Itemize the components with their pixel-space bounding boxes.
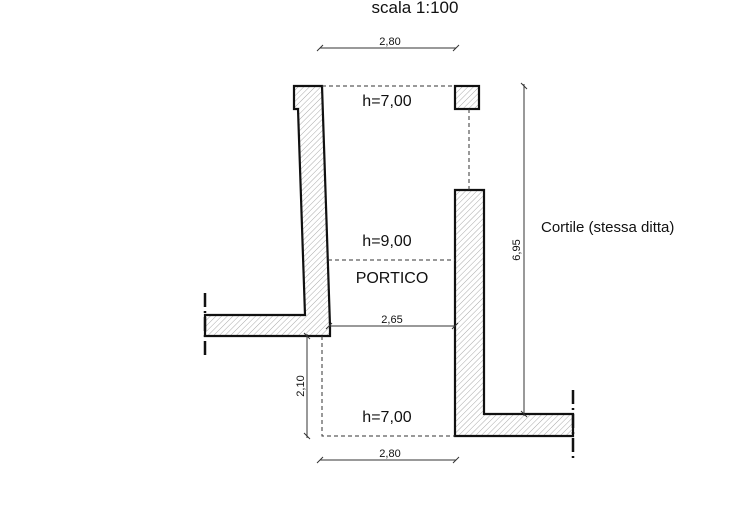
portico-label: PORTICO [356,270,429,287]
svg-text:6,95: 6,95 [511,239,523,260]
svg-text:2,80: 2,80 [379,448,400,460]
dimension-portico-width: 2,65 [325,314,459,330]
bottom-height-label: h=7,00 [362,409,411,426]
dimension-left-offset: 2,10 [295,332,311,440]
dimension-top-width: 2,80 [316,36,460,52]
dimension-bottom-width: 2,80 [316,448,460,464]
svg-text:2,80: 2,80 [379,36,400,48]
courtyard-label: Cortile (stessa ditta) [541,219,674,236]
svg-text:2,65: 2,65 [381,314,402,326]
left-wall [203,84,332,338]
svg-text:2,10: 2,10 [295,375,307,396]
middle-height-label: h=9,00 [362,233,411,250]
dimension-right-height: 6,95 [511,82,528,418]
bottom-dashed-outline [321,336,455,437]
scale-title: scala 1:100 [372,0,459,17]
right-pillar [453,84,481,111]
top-height-label: h=7,00 [362,93,411,110]
